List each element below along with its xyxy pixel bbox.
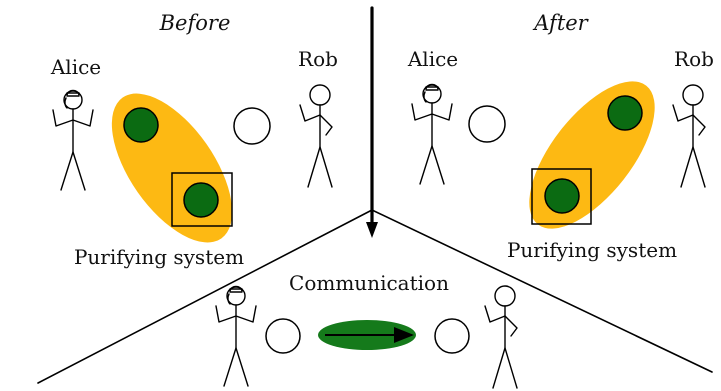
purifier-qubit-after: [544, 178, 580, 214]
rob-empty-qubit-before: [233, 107, 271, 145]
purifying-system-label-before: Purifying system: [74, 245, 244, 269]
communication-label: Communication: [289, 271, 449, 295]
purifier-qubit-before: [183, 182, 219, 218]
alice-empty-qubit-communication: [265, 318, 301, 354]
communication-panel: Communication: [215, 271, 518, 389]
alice-empty-qubit-after: [468, 105, 506, 143]
alice-figure-communication: [215, 285, 257, 387]
purifier-box-before: [171, 172, 233, 227]
purifying-system-label-after: Purifying system: [507, 238, 677, 262]
left-diagonal-line: [37, 209, 373, 384]
alice-qubit-before: [123, 107, 159, 143]
alice-figure-before: [52, 89, 94, 191]
alice-figure-after: [411, 83, 453, 185]
rob-figure-after: [672, 84, 706, 188]
rob-label-after: Rob: [674, 47, 714, 71]
before-panel: Before Alice Rob Purifying system: [50, 11, 338, 269]
rob-label-before: Rob: [298, 47, 338, 71]
rob-figure-before: [299, 84, 333, 188]
before-title: Before: [159, 11, 231, 35]
purifying-ellipse-before: [111, 93, 233, 243]
right-diagonal-line: [371, 209, 713, 373]
panel-dividers: [37, 6, 713, 384]
after-panel: After Alice Rob Purifying system: [407, 11, 714, 262]
alice-label-before: Alice: [50, 55, 101, 79]
alice-label-after: Alice: [407, 47, 458, 71]
rob-empty-qubit-communication: [434, 318, 470, 354]
purifier-box-after: [531, 168, 592, 225]
down-arrow-head: [366, 222, 378, 238]
after-title: After: [532, 11, 589, 35]
rob-figure-communication: [484, 285, 518, 389]
rob-qubit-after: [607, 95, 643, 131]
